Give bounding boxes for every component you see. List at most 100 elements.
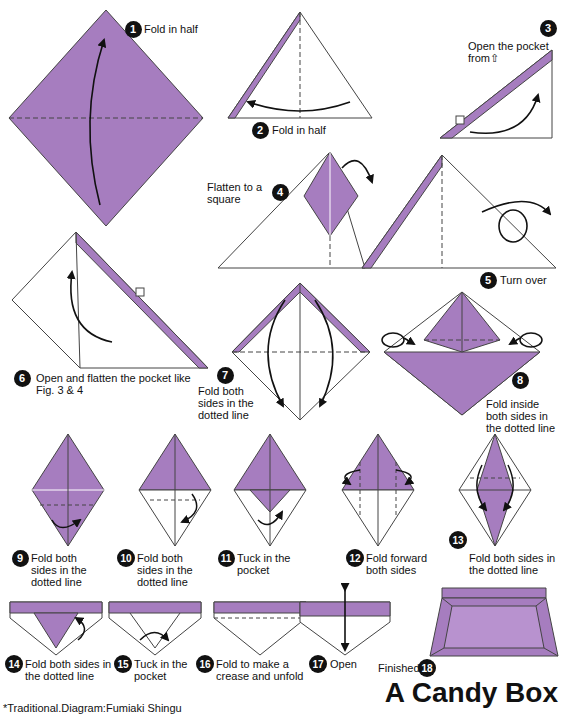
fold-figure-15	[109, 602, 201, 655]
fold-figure-6	[12, 232, 208, 368]
fold-figure-12	[342, 434, 414, 546]
callout-number: 7	[222, 370, 228, 381]
fold-figure-13-part	[459, 490, 531, 491]
fold-figure-5-part	[362, 155, 442, 268]
step-instruction: Fold inside both sides in the dotted lin…	[486, 398, 562, 434]
fold-figure-7-part	[232, 283, 370, 352]
step-number-circle: 7	[217, 367, 234, 384]
finished-box-part	[444, 606, 544, 648]
fold-figure-5	[362, 155, 556, 268]
fold-figure-11-part	[270, 434, 271, 546]
step-number-circle: 16	[196, 655, 214, 673]
callout-number: 17	[312, 659, 323, 670]
fold-figure-9-part	[68, 434, 69, 546]
fold-figure-13-part	[459, 434, 531, 546]
step-instruction: Fold both sides in the dotted line	[137, 552, 211, 588]
step-instruction: Flatten to a square	[207, 181, 269, 205]
step-instruction: Open	[330, 658, 380, 670]
callout-number: 10	[120, 553, 131, 564]
fold-figure-2-part	[228, 12, 372, 118]
fold-figure-10-part	[182, 494, 197, 522]
step-instruction: Turn over	[500, 274, 560, 286]
fold-figure-14-part	[76, 618, 85, 640]
fold-figure-4-part	[304, 152, 358, 236]
step-instruction: Tuck in the pocket	[134, 658, 196, 682]
fold-figure-14	[10, 602, 102, 655]
fold-figure-7-part	[232, 352, 370, 353]
fold-figure-4-part	[330, 236, 331, 268]
fold-figure-8-part	[382, 333, 404, 347]
fold-figure-13	[459, 434, 531, 546]
fold-figure-10-part	[175, 434, 176, 546]
fold-figure-1-part	[9, 10, 203, 226]
callout-number: 1	[130, 24, 136, 35]
fold-figure-6-part	[76, 232, 80, 368]
callout-number: 9	[17, 553, 23, 564]
fold-figure-1-part	[9, 118, 203, 119]
callout-number: 11	[221, 553, 232, 564]
fold-figure-1	[9, 10, 203, 226]
fold-figure-8-part	[384, 292, 540, 415]
fold-figure-6-part	[76, 232, 208, 368]
callout-number: 5	[485, 275, 491, 286]
fold-figure-12-part	[378, 434, 379, 546]
fold-figure-8-part	[424, 292, 500, 352]
step-number-circle: 18	[418, 659, 436, 677]
step-number-circle: 2	[252, 122, 269, 139]
finished-box-part	[430, 648, 444, 656]
step-number-circle: 15	[114, 655, 132, 673]
callout-number: 6	[19, 373, 25, 384]
fold-figure-17	[300, 590, 390, 655]
step-instruction: Fold both sides in the dotted line	[31, 552, 105, 588]
diagram-title: A Candy Box	[330, 677, 558, 709]
fold-figure-2-part	[248, 102, 350, 111]
step-number-circle: 1	[125, 21, 142, 38]
fold-figure-3-part	[470, 95, 538, 133]
step-number-circle: 17	[309, 655, 327, 673]
step-number-circle: 10	[117, 549, 135, 567]
fold-figure-13-part	[477, 465, 486, 510]
fold-figure-15-part	[140, 633, 168, 641]
step-number-circle: 14	[5, 655, 23, 673]
step-number-circle: 13	[449, 531, 467, 549]
fold-figure-16	[214, 602, 306, 655]
fold-figure-8-part	[510, 338, 520, 344]
finished-box-part	[442, 588, 546, 598]
fold-figure-6-part	[71, 272, 112, 342]
fold-figure-8-part	[424, 340, 500, 341]
fold-figure-7-part	[268, 300, 285, 406]
finished-box-part	[536, 598, 546, 606]
callout-number: 12	[349, 553, 360, 564]
fold-figure-16-part	[214, 602, 306, 655]
fold-figure-2-part	[300, 12, 301, 118]
fold-figure-9-part	[32, 434, 104, 546]
fold-figure-7-part	[300, 283, 301, 420]
step-instruction: Open and flatten the pocket like Fig. 3 …	[36, 372, 201, 396]
step-instruction: Fold to make a crease and unfold	[216, 658, 306, 682]
finished-box	[430, 588, 558, 656]
step-number-circle: 4	[272, 184, 289, 201]
callout-number: 18	[421, 663, 432, 674]
step-number-circle: 5	[480, 272, 497, 289]
fold-figure-5-part	[442, 155, 443, 268]
fold-figure-4-part	[342, 161, 372, 182]
step-instruction: Fold in half	[144, 23, 234, 35]
step-number-circle: 3	[540, 20, 557, 37]
fold-figure-5-part	[499, 210, 527, 242]
fold-figure-1-part	[90, 40, 104, 205]
fold-figure-16-part	[214, 618, 306, 619]
callout-number: 14	[8, 659, 19, 670]
fold-figure-7-part	[315, 300, 333, 406]
fold-figure-16-part	[214, 602, 306, 613]
fold-figure-15-part	[109, 602, 201, 655]
fold-figure-14-part	[10, 602, 102, 655]
step-instruction: Open the pocket from⇧	[468, 40, 558, 64]
fold-figure-9-part	[52, 520, 80, 528]
fold-figure-11-part	[258, 512, 282, 525]
callout-number: 16	[199, 659, 210, 670]
fold-figure-6-part	[12, 232, 208, 368]
step-instruction: Fold both sides in the dotted line	[469, 552, 561, 576]
fold-figure-4-part	[218, 152, 365, 268]
